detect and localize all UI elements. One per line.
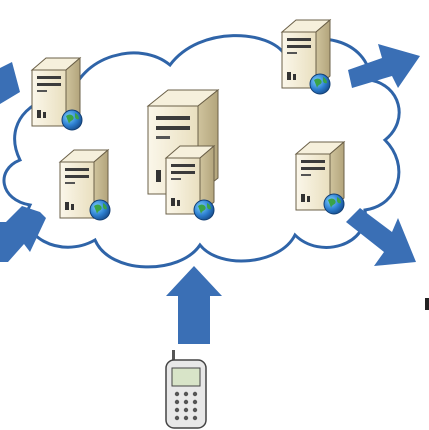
globe-icon <box>61 109 83 131</box>
server-icon <box>281 19 331 95</box>
arrow-out-left-bottom <box>0 206 46 262</box>
globe-icon <box>309 73 331 95</box>
server-icon <box>31 57 83 131</box>
arrow-out-right-top <box>348 44 420 88</box>
globe-icon <box>89 199 111 221</box>
server-icon <box>165 145 215 221</box>
mobile-phone-icon <box>165 350 207 429</box>
edge-mark <box>425 298 429 310</box>
globe-icon <box>323 193 345 215</box>
server-icon <box>59 149 111 221</box>
arrow-out-left-top <box>0 62 20 104</box>
arrow-in-from-phone <box>166 266 222 344</box>
arrow-out-right-bottom <box>346 208 416 266</box>
globe-icon <box>193 199 215 221</box>
server-icon <box>295 141 345 215</box>
